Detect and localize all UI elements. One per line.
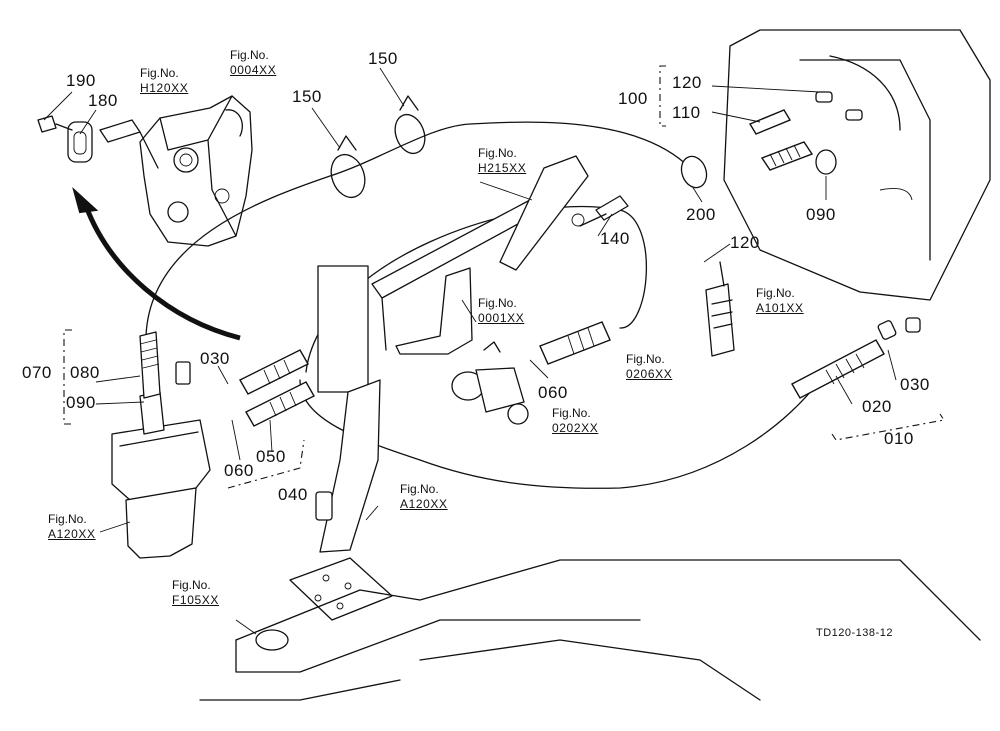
fig-ref-number: 0206XX <box>626 367 673 381</box>
fig-ref-number: A101XX <box>756 301 804 315</box>
part-number-180: 180 <box>88 91 118 110</box>
fig-ref-number: A120XX <box>400 497 448 511</box>
fig-ref-0202: Fig.No. 0202XX <box>552 406 598 436</box>
bracket-h215 <box>499 155 589 271</box>
hose-020 <box>791 317 921 399</box>
leader-lines <box>43 67 897 635</box>
part-number-200: 200 <box>686 205 716 224</box>
part-number-060: 060 <box>224 461 254 480</box>
part-number-150: 150 <box>368 49 398 68</box>
fig-ref-0001: Fig.No. 0001XX <box>478 296 524 326</box>
part-number-120: 120 <box>730 233 760 252</box>
injection-nozzle <box>705 261 735 357</box>
bracket-0001 <box>395 267 473 355</box>
fig-ref-0004: Fig.No. 0004XX <box>230 48 276 78</box>
fuel-tank <box>723 29 991 301</box>
fig-ref-number: 0001XX <box>478 311 525 325</box>
bolt-140 <box>579 195 629 227</box>
fig-ref-label: Fig.No. <box>172 578 211 592</box>
part-number-080: 080 <box>70 363 100 382</box>
fig-ref-a120-filter: Fig.No. A120XX <box>48 512 96 542</box>
fuel-pipe-loop <box>145 121 691 337</box>
fig-ref-a120-bracket: Fig.No. A120XX <box>400 482 448 512</box>
fig-ref-label: Fig.No. <box>626 352 665 366</box>
fig-ref-number: A120XX <box>48 527 96 541</box>
plate-f105 <box>289 557 393 621</box>
part-number-050: 050 <box>256 447 286 466</box>
group-bracket-100 <box>659 65 666 127</box>
bolt-190 <box>37 115 73 133</box>
part-number-100: 100 <box>618 89 648 108</box>
clamp-180 <box>67 119 159 169</box>
part-number-190: 190 <box>66 71 96 90</box>
part-number-020: 020 <box>862 397 892 416</box>
group-bracket-040 <box>227 439 305 489</box>
tank-fittings <box>815 91 863 121</box>
hose-090-top <box>760 141 814 171</box>
hose-110 <box>748 109 792 135</box>
bracket-a120 <box>315 265 381 553</box>
reference-arrow <box>72 186 241 341</box>
part-number-030: 030 <box>200 349 230 368</box>
fig-ref-number: F105XX <box>172 593 219 607</box>
fig-ref-number: H215XX <box>478 161 527 175</box>
fig-ref-label: Fig.No. <box>140 66 179 80</box>
fig-ref-label: Fig.No. <box>478 296 517 310</box>
fig-ref-number: 0202XX <box>552 421 599 435</box>
part-number-010: 010 <box>884 429 914 448</box>
part-number-040: 040 <box>278 485 308 504</box>
fig-ref-number: 0004XX <box>230 63 277 77</box>
part-number-110: 110 <box>672 103 701 122</box>
fig-ref-label: Fig.No. <box>478 146 517 160</box>
group-bracket-010 <box>831 413 945 441</box>
part-number-140: 140 <box>600 229 630 248</box>
part-number-150: 150 <box>292 87 322 106</box>
engine-block <box>139 95 253 247</box>
part-number-090: 090 <box>806 205 836 224</box>
hose-060-right <box>539 321 611 365</box>
fig-ref-h120: Fig.No. H120XX <box>140 66 188 96</box>
part-number-120: 120 <box>672 73 702 92</box>
fig-ref-a101: Fig.No. A101XX <box>756 286 804 316</box>
part-number-060: 060 <box>538 383 568 402</box>
fig-ref-label: Fig.No. <box>230 48 269 62</box>
hoses-050 <box>239 349 315 427</box>
lower-frame <box>199 559 981 701</box>
band-150-right <box>394 95 426 155</box>
group-bracket-070 <box>63 329 72 425</box>
band-200 <box>680 155 708 189</box>
part-number-030: 030 <box>900 375 930 394</box>
fig-ref-label: Fig.No. <box>400 482 439 496</box>
bolt-center <box>175 361 191 385</box>
fig-ref-number: H120XX <box>140 81 189 95</box>
fig-ref-label: Fig.No. <box>756 286 795 300</box>
fig-ref-0206: Fig.No. 0206XX <box>626 352 672 382</box>
fig-ref-label: Fig.No. <box>48 512 87 526</box>
feed-pump <box>451 341 529 425</box>
pipe-080 <box>139 331 161 399</box>
part-number-090: 090 <box>66 393 96 412</box>
fig-ref-f105: Fig.No. F105XX <box>172 578 219 608</box>
fuel-filter <box>111 391 211 559</box>
fig-ref-h215: Fig.No. H215XX <box>478 146 526 176</box>
drawing-code: TD120-138-12 <box>816 627 893 639</box>
fig-ref-label: Fig.No. <box>552 406 591 420</box>
part-number-070: 070 <box>22 363 52 382</box>
